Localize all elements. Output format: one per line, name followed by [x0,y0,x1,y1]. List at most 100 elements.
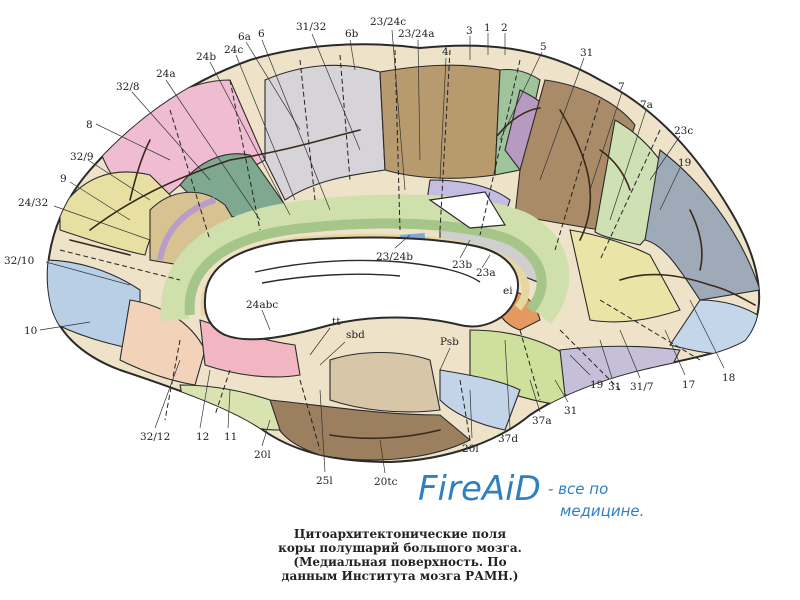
label-23c: 23c [674,125,693,137]
label-7a: 7a [640,99,653,111]
field-brown-temporal-pole [269,399,471,461]
cingulate-band-outer [160,194,570,324]
sulcus-precuneus [599,149,631,191]
sulcus-cingulate [89,129,361,231]
field-boundaries [59,49,701,451]
label-32-8: 32/8 [116,81,140,93]
boundary-11 [519,329,541,401]
boundary-4 [439,49,451,231]
label-24c: 24c [224,44,243,56]
label-5: 5 [540,41,547,53]
label-23-24b: 23/24b [376,251,413,263]
field-peach-orbital [119,299,206,386]
caption-line-4: данным Института мозга РАМН.) [281,569,519,583]
label-24-32: 24/32 [18,197,48,209]
label-20l-right: 20l [462,443,479,455]
label-24b: 24b [196,51,216,63]
label-2: 2 [501,22,508,34]
label-20tc: 20tc [374,476,398,488]
caption-line-2: коры полушарий большого мозга. [278,541,522,555]
caption-line-1: Цитоархитектонические поля [293,527,507,541]
label-37a: 37a [532,415,552,427]
label-psb: Psb [440,336,459,348]
label-6b: 6b [345,28,359,40]
sulcus-parieto-occipital [559,109,592,241]
label-32-12: 32/12 [140,431,170,443]
label-6a: 6a [238,31,251,43]
field-yellow-cuneus [569,229,681,323]
label-4: 4 [442,46,449,58]
sulcus-frontal-1 [129,139,151,201]
label-24abc: 24abc [246,299,278,311]
label-1: 1 [484,22,491,34]
label-tt: tt [332,316,341,328]
boundary-6 [554,99,601,251]
label-23b: 23b [452,259,472,271]
label-32-10: 32/10 [4,255,34,267]
boundary-10 [59,249,181,281]
boundary-15 [299,379,321,451]
label-19-bottom: 19 [590,379,603,391]
boundary-9 [169,109,211,241]
label-12: 12 [196,431,209,443]
label-17: 17 [682,379,695,391]
boundary-8 [229,79,261,231]
label-18: 18 [722,372,735,384]
label-23a: 23a [476,267,496,279]
brain-silhouette [46,43,761,464]
boundary-13 [599,299,701,361]
corpus-callosum [203,236,519,341]
label-sbd: sbd [346,329,365,341]
leader-lines [39,29,725,474]
label-ei: ei [503,285,513,297]
watermark-title: FireAiD [418,469,541,509]
watermark-subtitle-line1: - все по [548,480,608,498]
field-tan-uncus [329,352,441,413]
label-31-7: 31/7 [630,381,654,393]
cingulate-band-purple [157,197,216,261]
label-25l: 25l [316,475,333,487]
boundary-5 [479,59,521,236]
white-notch [428,191,507,229]
label-31-top: 31 [580,47,593,59]
fornix-line-lower [261,273,401,284]
caption-line-3: (Медиальная поверхность. По [293,555,507,569]
boundary-2 [339,54,351,181]
field-labels: 31/32 23/24c 6a 6b 23/24a 3 1 2 24c 6 24… [4,16,735,488]
figure-caption: Цитоархитектонические поля коры полушари… [250,527,550,583]
boundary-3 [394,49,401,231]
boundary-16 [459,379,471,441]
label-11: 11 [224,431,237,443]
label-19-top: 19 [678,157,691,169]
cingulate-band-mid [184,218,547,316]
label-31-low: 31 [564,405,577,417]
sulcus-temporal [329,429,441,440]
sulcus-calcarine [619,273,756,306]
label-8: 8 [86,119,93,131]
sulci [69,107,756,440]
sulcus-central [497,107,541,136]
label-6: 6 [258,28,265,40]
label-37d: 37d [498,433,518,445]
label-3: 3 [466,25,473,37]
watermark: FireAiD - все по медицине. [418,469,644,520]
boundary-12 [559,329,621,391]
label-7: 7 [618,81,625,93]
label-23-24a: 23/24a [398,28,435,40]
label-32-9: 32/9 [70,151,94,163]
label-31-bottom: 31 [608,381,621,393]
label-24a: 24a [156,68,176,80]
sulcus-frontal-2 [69,239,131,256]
field-bluegrey-occipital [644,149,760,301]
fornix-line [254,259,481,283]
label-10: 10 [24,325,37,337]
field-brown-paracentral [379,64,501,179]
label-20l-left: 20l [254,449,271,461]
label-31-32: 31/32 [296,21,326,33]
label-9: 9 [60,173,67,185]
sulcus-occipital-1 [689,209,703,271]
label-23-24c: 23/24c [370,16,406,28]
watermark-subtitle-line2: медицине. [560,502,644,520]
field-lightblue-temporal [439,369,521,431]
